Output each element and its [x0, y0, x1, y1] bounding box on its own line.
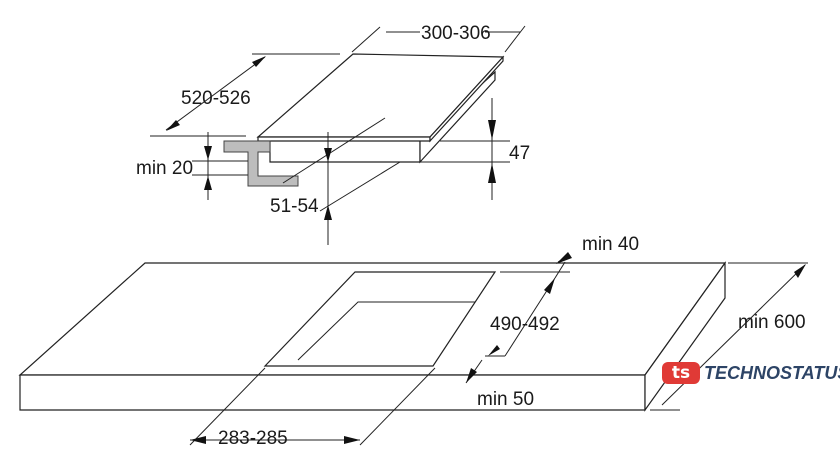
label-hob-height: 47 — [509, 143, 530, 164]
hob-dimension-lines — [150, 25, 526, 245]
label-front-clearance: min 50 — [477, 389, 534, 410]
mounting-bracket — [223, 140, 299, 187]
label-rear-clearance: min 40 — [582, 234, 639, 255]
logo-text: TECHNOSTATUS — [704, 362, 840, 383]
countertop-dimension-lines — [189, 252, 808, 446]
label-cutout-width: 283-285 — [218, 428, 288, 449]
label-worktop-depth: min 600 — [738, 312, 806, 333]
label-hob-depth: 520-526 — [181, 88, 251, 109]
hob — [256, 53, 505, 164]
technostatus-logo: ts TECHNOSTATUS — [662, 362, 840, 384]
cutout — [263, 271, 497, 367]
countertop-front — [19, 374, 646, 411]
hob-glass-top — [256, 53, 505, 138]
label-worktop-thickness: min 20 — [136, 158, 193, 179]
hob-glass-edge — [257, 136, 431, 142]
label-hob-width: 300-306 — [421, 23, 491, 44]
label-built-in-depth: 51-54 — [270, 196, 319, 217]
countertop — [18, 261, 727, 412]
label-cutout-depth: 490-492 — [490, 314, 560, 335]
logo-mark: ts — [662, 362, 700, 384]
